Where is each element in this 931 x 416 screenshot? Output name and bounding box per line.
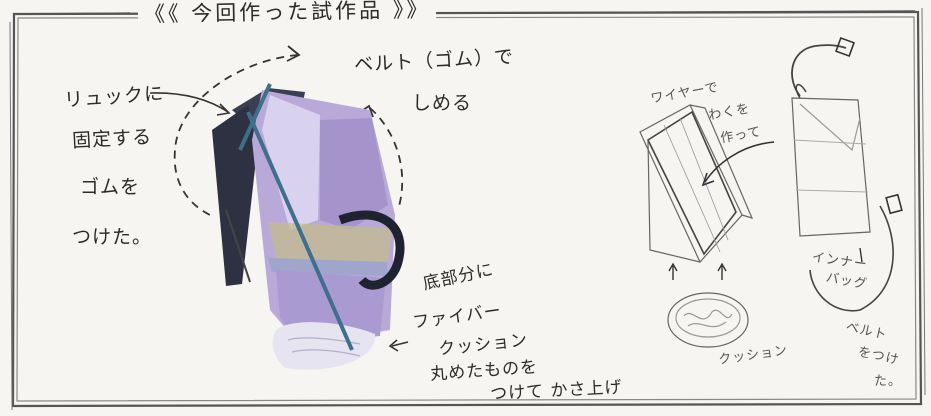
inner-bag-sketch <box>791 37 903 312</box>
note-belt-line-2: しめる <box>412 92 473 114</box>
backpack-photo <box>212 83 405 370</box>
pointer-arrows <box>149 92 409 352</box>
note-left-line-3: ゴムを <box>80 176 141 198</box>
dashed-arrows <box>173 54 404 216</box>
wire-frame-sketch <box>639 104 775 280</box>
cushion-sketch <box>667 292 749 348</box>
sketch-label-belt-3: た。 <box>874 374 903 389</box>
note-left-line-2: 固定する <box>71 125 153 153</box>
title-rule <box>19 10 916 15</box>
note-left-line-4: つけた。 <box>72 226 153 248</box>
